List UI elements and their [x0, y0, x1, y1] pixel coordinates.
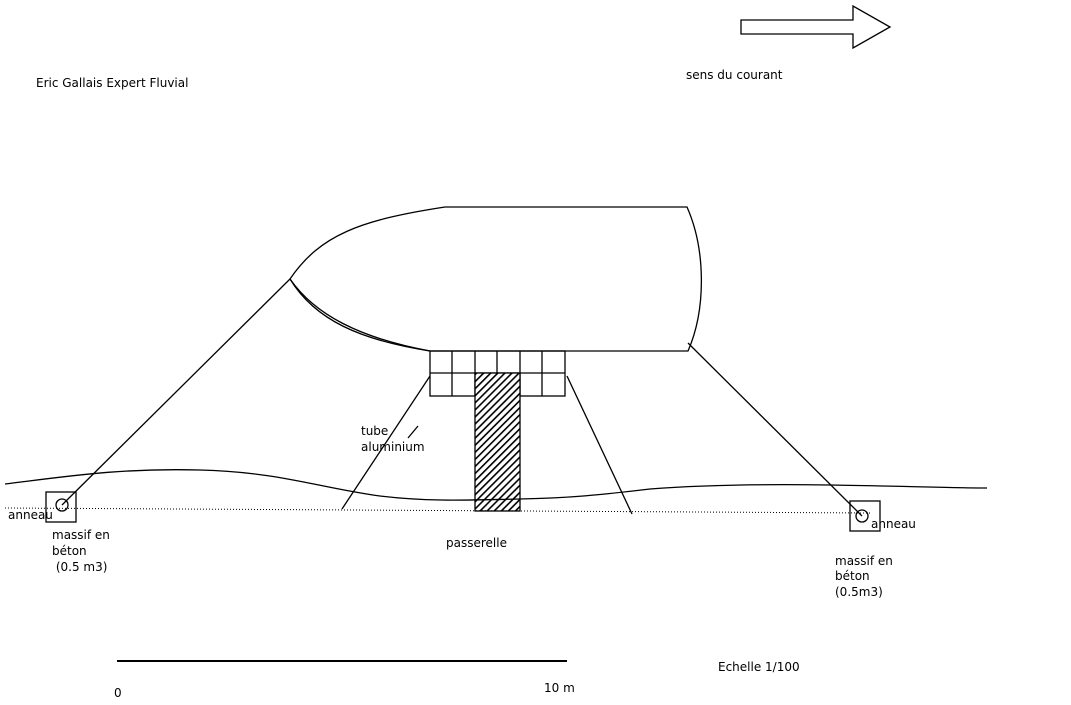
left-mooring-line	[61, 278, 291, 506]
author-label: Eric Gallais Expert Fluvial	[36, 76, 188, 90]
right-block-label-line3: (0.5m3)	[835, 585, 883, 599]
right-ring-icon	[855, 509, 869, 523]
current-direction-label: sens du courant	[686, 68, 783, 82]
right-block-label-line2: béton	[835, 569, 870, 583]
right-leg	[566, 375, 633, 515]
right-ring-label: anneau	[871, 517, 916, 531]
left-anchor-block	[45, 491, 77, 523]
right-mooring-line	[687, 342, 863, 517]
scale-ratio-label: Echelle 1/100	[718, 660, 800, 674]
left-ring-label: anneau	[8, 508, 53, 522]
left-ring-icon	[55, 498, 69, 512]
left-block-label-line2: béton	[52, 544, 87, 558]
current-direction-arrow-icon	[740, 4, 892, 50]
scale-start-label: 0	[114, 686, 122, 700]
water-datum-line	[4, 507, 871, 514]
left-leg	[341, 375, 431, 510]
right-anchor-block	[849, 500, 881, 532]
left-block-label-line1: massif en	[52, 528, 110, 542]
walkway-label: passerelle	[446, 536, 507, 550]
walkway-column	[474, 372, 521, 512]
turbine-nose-curve	[289, 278, 431, 352]
right-block-label-line1: massif en	[835, 554, 893, 568]
tube-label-line1: tube	[361, 424, 388, 438]
tube-leader-line	[407, 425, 419, 439]
turbine-body	[289, 206, 702, 352]
scale-end-label: 10 m	[544, 681, 575, 695]
tube-label-line2: aluminium	[361, 440, 425, 454]
left-block-label-line3: (0.5 m3)	[52, 560, 107, 574]
